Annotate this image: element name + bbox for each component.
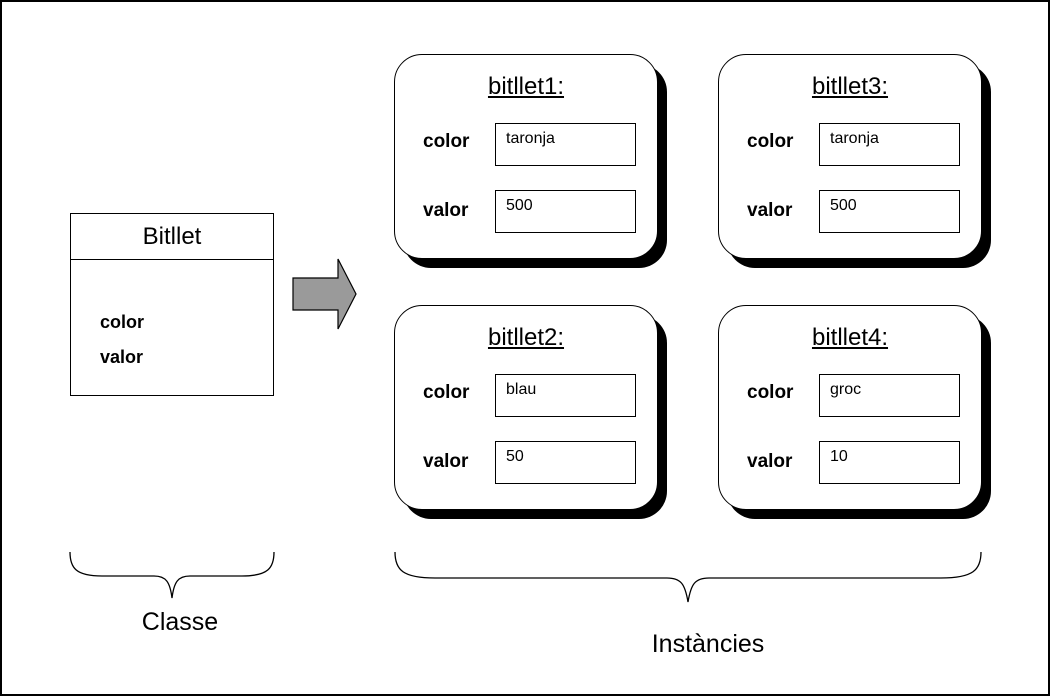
instance-card-bitllet3: bitllet3: color taronja valor 500 — [718, 54, 982, 259]
instance-card-bitllet4: bitllet4: color groc valor 10 — [718, 305, 982, 510]
field-value-color: blau — [495, 374, 636, 417]
field-value-color: groc — [819, 374, 960, 417]
field-value-valor: 50 — [495, 441, 636, 484]
brace-path — [69, 551, 275, 599]
instances-group-label: Instàncies — [651, 630, 765, 658]
class-name: Bitllet — [71, 214, 273, 260]
field-value-color: taronja — [819, 123, 960, 166]
field-label-color: color — [423, 382, 470, 403]
class-attribute-color: color — [100, 312, 145, 332]
field-label-color: color — [747, 382, 794, 403]
field-label-valor: valor — [423, 451, 469, 472]
arrow-shape — [292, 258, 357, 330]
instances-brace — [394, 551, 982, 603]
class-attribute-valor: valor — [100, 347, 144, 367]
instance-title: bitllet3: — [811, 73, 889, 100]
field-label-color: color — [747, 131, 794, 152]
field-label-valor: valor — [747, 200, 793, 221]
instance-title: bitllet1: — [487, 73, 565, 100]
class-group-label: Classe — [141, 608, 219, 636]
brace-path — [394, 551, 982, 603]
field-label-color: color — [423, 131, 470, 152]
field-label-valor: valor — [423, 200, 469, 221]
class-box: Bitllet color valor — [70, 213, 274, 396]
field-value-color: taronja — [495, 123, 636, 166]
instance-card-bitllet1: bitllet1: color taronja valor 500 — [394, 54, 658, 259]
instance-title: bitllet2: — [487, 324, 565, 351]
instance-card-bitllet2: bitllet2: color blau valor 50 — [394, 305, 658, 510]
instantiation-arrow — [292, 258, 357, 330]
instance-title: bitllet4: — [811, 324, 889, 351]
field-label-valor: valor — [747, 451, 793, 472]
field-value-valor: 500 — [495, 190, 636, 233]
field-value-valor: 10 — [819, 441, 960, 484]
class-brace — [69, 551, 275, 599]
field-value-valor: 500 — [819, 190, 960, 233]
